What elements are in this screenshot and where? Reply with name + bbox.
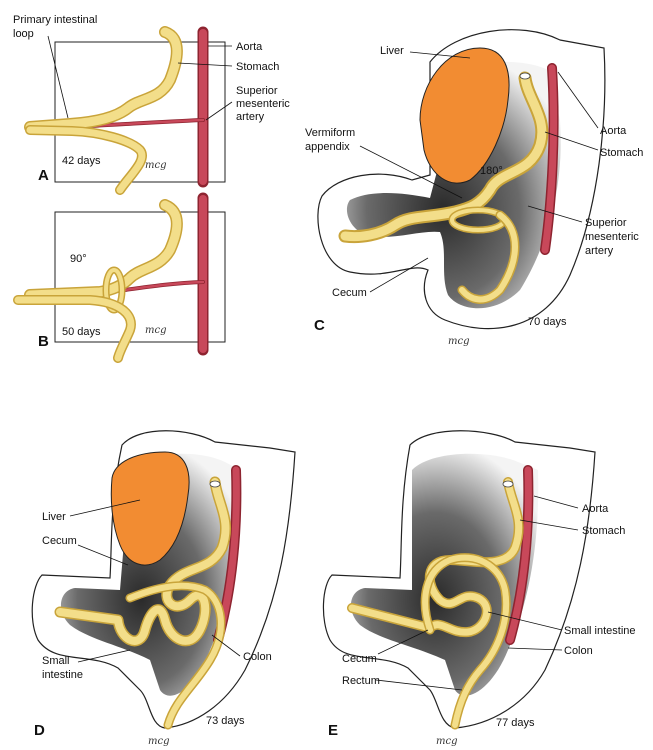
panel-e-label-rectum: Rectum	[342, 675, 380, 687]
panel-c-label-sma-2: mesenteric	[585, 231, 639, 243]
panel-e-signature: mcg	[436, 736, 457, 747]
panel-c-label-liver: Liver	[380, 45, 404, 57]
panel-a: Primary intestinal loop Aorta Stomach Su…	[13, 14, 290, 195]
panel-c-label-appendix-1: Vermiform	[305, 127, 355, 139]
panel-a-label-sma-1: Superior	[236, 85, 278, 97]
panel-c-age: 70 days	[528, 316, 567, 328]
panel-c-angle: 180°	[480, 165, 503, 177]
panel-a-stomach-and-primary-loop	[24, 26, 183, 195]
panel-c: Liver Aorta Stomach Vermiform appendix S…	[305, 29, 643, 347]
panel-a-label-sma-2: mesenteric	[236, 98, 290, 110]
panel-a-signature: mcg	[145, 160, 166, 171]
panel-b: 90° 50 days mcg B	[13, 192, 226, 363]
panel-c-label-stomach: Stomach	[600, 147, 643, 159]
panel-a-label-primary-loop: Primary intestinal	[13, 14, 97, 26]
panel-e-esophagus-opening	[502, 480, 514, 488]
panel-c-liver	[419, 47, 510, 184]
panel-a-label-aorta: Aorta	[236, 41, 263, 53]
panel-c-letter: C	[314, 317, 325, 334]
panel-e-label-colon: Colon	[564, 645, 593, 657]
panel-c-label-aorta: Aorta	[600, 125, 627, 137]
panel-a-frame	[54, 41, 226, 183]
panel-d-label-small-2: intestine	[42, 669, 83, 681]
panel-b-signature: mcg	[145, 325, 166, 336]
panel-d-signature: mcg	[148, 736, 169, 747]
panel-b-rotating-loop	[13, 199, 183, 363]
panel-e-letter: E	[328, 722, 338, 739]
panel-c-label-appendix-2: appendix	[305, 141, 350, 153]
panel-a-label-sma-3: artery	[236, 111, 265, 123]
panel-e-label-aorta: Aorta	[582, 503, 609, 515]
panel-e-gut	[347, 477, 524, 730]
panel-e-label-small: Small intestine	[564, 625, 636, 637]
panel-d-esophagus-opening	[209, 480, 221, 488]
panel-c-stomach-and-gut	[338, 71, 549, 304]
panel-a-label-stomach: Stomach	[236, 61, 279, 73]
panel-d-liver	[110, 451, 190, 566]
panel-d-label-small-1: Small	[42, 655, 70, 667]
panel-b-age: 50 days	[62, 326, 101, 338]
panel-d-age: 73 days	[206, 715, 245, 727]
panel-c-signature: mcg	[448, 336, 469, 347]
panel-c-label-sma-1: Superior	[585, 217, 627, 229]
panel-d-letter: D	[34, 722, 45, 739]
panel-c-aorta	[540, 63, 559, 255]
panel-d-gut	[54, 476, 231, 730]
panel-d-label-cecum: Cecum	[42, 535, 77, 547]
panel-e-age: 77 days	[496, 717, 535, 729]
panel-d: Liver Cecum Small intestine Colon 73 day…	[31, 430, 296, 747]
panel-e-label-stomach: Stomach	[582, 525, 625, 537]
panel-c-abdominal-cavity	[346, 61, 561, 309]
panel-e-label-cecum: Cecum	[342, 653, 377, 665]
panel-e-aorta	[505, 465, 534, 645]
panel-a-label-primary-loop-2: loop	[13, 28, 34, 40]
panel-b-letter: B	[38, 333, 49, 350]
panel-a-letter: A	[38, 167, 49, 184]
panel-c-label-cecum: Cecum	[332, 287, 367, 299]
panel-e: Aorta Stomach Small intestine Colon Cecu…	[322, 430, 636, 747]
panel-d-label-liver: Liver	[42, 511, 66, 523]
panel-b-angle: 90°	[70, 253, 87, 265]
panel-a-age: 42 days	[62, 155, 101, 167]
panel-c-label-sma-3: artery	[585, 245, 614, 257]
panel-c-esophagus-opening	[519, 72, 531, 80]
panel-d-label-colon: Colon	[243, 651, 272, 663]
panel-e-abdominal-cavity	[350, 453, 539, 696]
panel-b-frame	[54, 211, 226, 343]
